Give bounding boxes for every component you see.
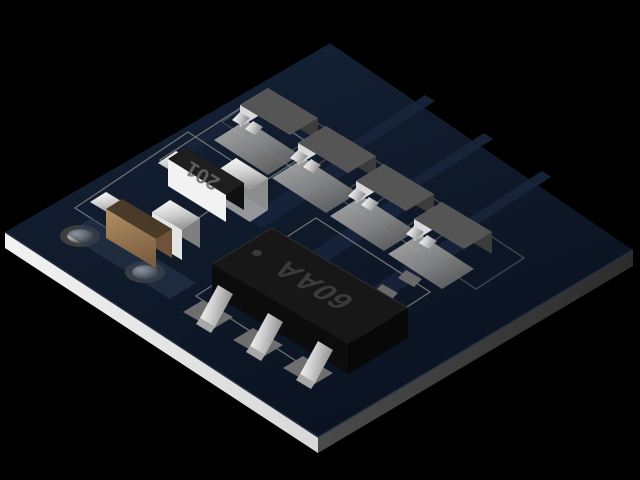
diode-3-pad <box>330 196 416 251</box>
U1-lead-2 <box>250 313 283 355</box>
diode-2-lead-a <box>290 150 308 164</box>
diode-2-pad <box>272 158 358 213</box>
U1-front-leads <box>183 285 333 389</box>
board-surface-edge <box>4 42 634 438</box>
U1-body-top <box>212 228 408 344</box>
diode-2-body-top <box>298 126 376 173</box>
U1-pin1-dot <box>252 250 262 256</box>
C1-term-right-top <box>152 200 200 230</box>
C1-pad <box>66 218 196 299</box>
diode-3-lead-b <box>361 197 379 211</box>
board-top-surface <box>5 43 633 437</box>
diode-4-lead-b <box>419 235 437 249</box>
diode-1-pad <box>214 120 300 175</box>
diode-1-lead-b <box>245 121 263 135</box>
U1-body-front <box>212 264 348 374</box>
R1-body-top <box>168 147 244 195</box>
smd-diode-4 <box>388 202 492 289</box>
diode-4-body-top <box>414 202 492 249</box>
diode-3-lead-a <box>348 188 366 202</box>
chip-capacitor-C1 <box>66 192 200 299</box>
board-edge-front-right <box>318 250 633 453</box>
integrated-circuit-U1: 60AA <box>183 227 422 389</box>
U1-back-leads <box>374 270 422 301</box>
smd-diode-1 <box>214 88 318 175</box>
diode-1-lead-a <box>232 112 250 126</box>
U1-lead-1 <box>200 285 233 327</box>
U1-body-top-edge <box>211 227 409 309</box>
U1-lead-3 <box>300 341 333 383</box>
smd-diode-3 <box>330 164 434 251</box>
smd-diode-2 <box>272 126 376 213</box>
C1-body-front <box>106 209 156 268</box>
board-edge-front-left <box>5 232 318 453</box>
diode-4-pad <box>388 234 474 289</box>
U1-body-right <box>348 308 408 374</box>
diode-1-body-top <box>240 88 318 135</box>
chip-resistor-R1: 201 <box>158 147 268 222</box>
diode-3-body-top <box>356 164 434 211</box>
R1-body-front <box>168 159 226 222</box>
C1-body-top <box>106 199 172 239</box>
diode-4-lead-a <box>406 226 424 240</box>
board-outline-highlight <box>4 231 634 438</box>
diode-2-lead-b <box>303 159 321 173</box>
board-thickness <box>5 232 633 453</box>
R1-term-right-top <box>218 158 268 190</box>
